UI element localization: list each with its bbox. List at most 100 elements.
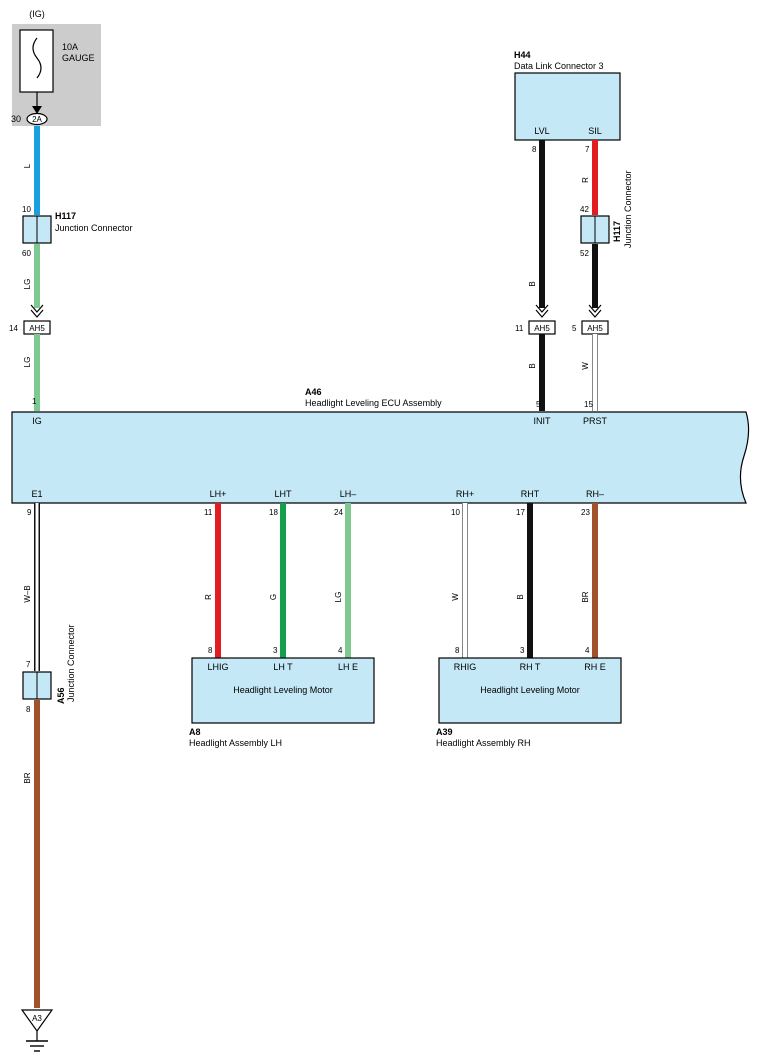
terminal-label: INIT	[534, 416, 552, 426]
wire-color-label: BR	[23, 772, 32, 783]
connector-name: Junction Connector	[66, 624, 76, 702]
ecu-a46: A46 Headlight Leveling ECU Assembly 1 5 …	[11, 387, 750, 517]
terminal-label: RH+	[456, 489, 474, 499]
motor-name: Headlight Leveling Motor	[233, 685, 333, 695]
terminal-label: SIL	[588, 126, 602, 136]
fuse-box	[19, 29, 54, 93]
wire-color-label: LG	[23, 279, 32, 290]
component-code: A8	[189, 727, 201, 737]
pin-number: 3	[273, 646, 278, 655]
component-name: Headlight Assembly RH	[436, 738, 531, 748]
data-link-connector-h44: H44 Data Link Connector 3 LVL SIL 8 7	[514, 50, 621, 154]
pin-number: 9	[27, 508, 32, 517]
wire-color-label: BR	[581, 591, 590, 602]
pin-number: 18	[269, 508, 278, 517]
ground-a3: A3	[20, 1009, 54, 1052]
fuse-rating: 10A	[62, 42, 78, 52]
connector-code: AH5	[587, 324, 603, 333]
pin-number: 3	[520, 646, 525, 655]
pin-number: 5	[536, 400, 541, 409]
pin-number: 10	[451, 508, 460, 517]
connector-ah5-prst: AH5 5	[572, 320, 609, 335]
ecu-body	[11, 411, 750, 504]
component-name: Headlight Assembly LH	[189, 738, 282, 748]
connector-code: A56	[56, 687, 66, 704]
connector-ah5-init: AH5 11	[515, 320, 556, 335]
wire-color-label: B	[516, 594, 525, 599]
wire-color-label: W–B	[23, 585, 32, 602]
connector-code: AH5	[534, 324, 550, 333]
terminal-label: PRST	[583, 416, 608, 426]
wire-color-label: LG	[334, 592, 343, 603]
wire-color-label: B	[528, 363, 537, 368]
terminal-label: LH E	[338, 662, 358, 672]
wire-color-label: L	[23, 163, 32, 168]
fuse-pin: 30	[11, 114, 21, 124]
connector-arrow-icon	[30, 309, 44, 318]
pin-number: 5	[572, 324, 577, 333]
fuse-icon	[32, 37, 42, 79]
pin-number: 42	[580, 205, 589, 214]
pin-number: 11	[515, 324, 524, 333]
pin-number: 24	[334, 508, 343, 517]
junction-connector-h117-left: 10 60 H117 Junction Connector	[22, 205, 133, 258]
pin-number: 4	[585, 646, 590, 655]
pin-number: 14	[9, 324, 18, 333]
connector-arrow-icon	[30, 304, 44, 313]
pin-number: 4	[338, 646, 343, 655]
connector-arrow-icon	[535, 304, 549, 313]
terminal-label: RH E	[584, 662, 606, 672]
connector-code: H117	[55, 211, 76, 221]
terminal-label: RHT	[521, 489, 540, 499]
connector-name: Data Link Connector 3	[514, 61, 604, 71]
component-code: A39	[436, 727, 453, 737]
terminal-label: LHIG	[207, 662, 228, 672]
terminal-label: LH–	[340, 489, 357, 499]
wire-color-label: W	[451, 593, 460, 601]
headlight-assembly-rh: 8 3 4 RHIG RH T RH E Headlight Leveling …	[436, 646, 622, 748]
wire-color-label: B	[528, 281, 537, 286]
terminal-label: LVL	[534, 126, 549, 136]
motor-name: Headlight Leveling Motor	[480, 685, 580, 695]
pin-number: 7	[585, 145, 590, 154]
wire-color-label: R	[581, 177, 590, 183]
pin-number: 1	[32, 397, 37, 406]
pin-number: 11	[204, 508, 213, 517]
connector-arrow-icon	[535, 309, 549, 318]
terminal-label: LH T	[273, 662, 293, 672]
connector-2a-label: 2A	[32, 115, 42, 124]
terminal-label: LH+	[210, 489, 227, 499]
fuse-name: GAUGE	[62, 53, 95, 63]
terminal-label: LHT	[274, 489, 292, 499]
connector-2a	[26, 112, 48, 126]
pin-number: 23	[581, 508, 590, 517]
pin-number: 7	[26, 660, 31, 669]
wire-color-label: W	[581, 362, 590, 370]
pin-number: 52	[580, 249, 589, 258]
pin-number: 17	[516, 508, 525, 517]
connector-code: H117	[612, 221, 622, 242]
terminal-label: IG	[32, 416, 42, 426]
ground-label: A3	[32, 1014, 42, 1023]
component-name: Headlight Leveling ECU Assembly	[305, 398, 442, 408]
wire-color-label: R	[204, 594, 213, 600]
terminal-label: RH–	[586, 489, 604, 499]
arrow-down-icon	[32, 106, 42, 114]
connector-name: Junction Connector	[55, 223, 133, 233]
connector-name: Junction Connector	[623, 170, 633, 248]
wire-color-label: G	[269, 594, 278, 600]
pin-number: 8	[26, 705, 31, 714]
connector-code: H44	[514, 50, 531, 60]
motor-box	[438, 657, 622, 724]
motor-box	[191, 657, 375, 724]
wire-color-label: LG	[23, 357, 32, 368]
junction-connector-h117-right: 42 52 H117 Junction Connector	[580, 170, 633, 258]
connector-arrow-icon	[588, 309, 602, 318]
pin-number: 60	[22, 249, 31, 258]
connector-code: AH5	[29, 324, 45, 333]
terminal-label: E1	[31, 489, 42, 499]
pin-number: 8	[455, 646, 460, 655]
component-code: A46	[305, 387, 322, 397]
fuse-block: (IG) 10A GAUGE 2A 30	[11, 9, 101, 126]
